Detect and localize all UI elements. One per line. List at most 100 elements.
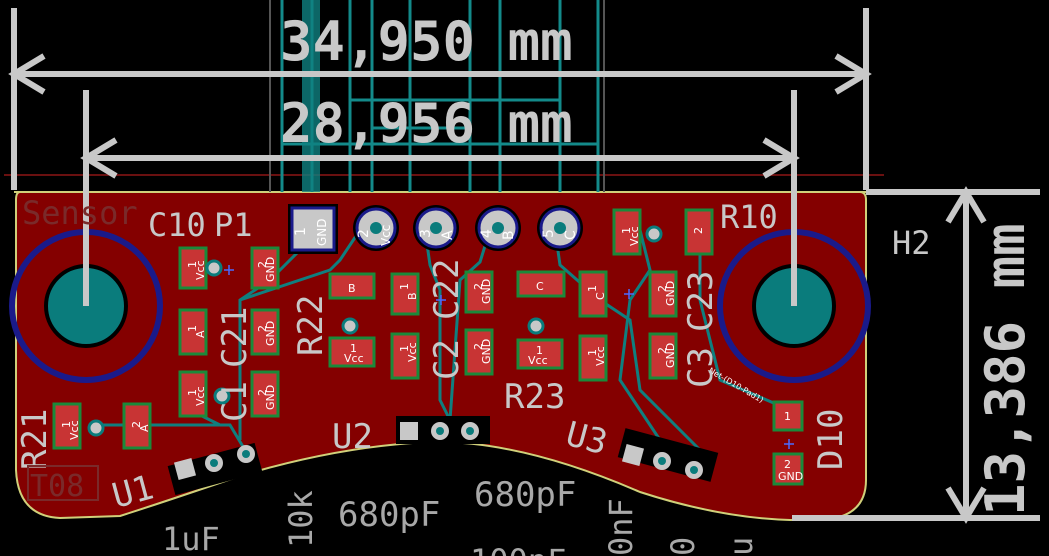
svg-text:1: 1 <box>620 227 633 234</box>
svg-text:2: 2 <box>692 227 705 234</box>
svg-text:A: A <box>194 330 207 338</box>
svg-text:GND: GND <box>264 321 277 346</box>
value-680pf-2: 680pF <box>474 475 576 515</box>
ref-c21: C21 <box>215 307 255 368</box>
p1-pad-5-net: C <box>563 230 579 240</box>
svg-text:Vcc: Vcc <box>528 354 548 367</box>
svg-text:1: 1 <box>784 410 791 423</box>
svg-text:GND: GND <box>664 281 677 306</box>
p1-pad-4-net: B <box>501 230 517 240</box>
ref-p1: P1 <box>214 206 253 244</box>
ref-d10: D10 <box>811 409 851 470</box>
ref-r23: R23 <box>504 377 565 417</box>
dimension-outer[interactable] <box>8 8 872 190</box>
dimension-height-label: 13,386 mm <box>974 223 1037 516</box>
svg-text:1: 1 <box>586 349 599 356</box>
svg-text:1: 1 <box>60 421 73 428</box>
p1-pad-2-num: 2 <box>356 229 372 238</box>
svg-text:Vcc: Vcc <box>194 386 207 406</box>
c23-pad-2 <box>648 270 678 318</box>
r10-pad-2 <box>684 208 714 256</box>
svg-text:Vcc: Vcc <box>68 420 81 440</box>
svg-text:Vcc: Vcc <box>406 342 419 362</box>
p1-pad-5-num: 5 <box>541 229 557 238</box>
svg-text:2: 2 <box>472 343 485 350</box>
ref-c1: C1 <box>215 381 255 422</box>
ref-c23: C23 <box>681 271 721 332</box>
dimension-height[interactable] <box>792 186 1040 524</box>
value-10k: 10k <box>282 490 320 548</box>
r23-pad-1 <box>516 270 566 298</box>
svg-text:C: C <box>536 280 544 293</box>
c1-pad-1 <box>178 370 208 418</box>
value-680pf-1: 680pF <box>338 495 440 535</box>
svg-text:2: 2 <box>256 389 269 396</box>
svg-text:1: 1 <box>536 344 543 357</box>
ref-r21: R21 <box>15 409 55 470</box>
svg-text:GND: GND <box>264 257 277 282</box>
svg-text:Vcc: Vcc <box>194 260 207 280</box>
p1-pad-3-net: A <box>440 230 456 240</box>
dimension-inner-label: 28,956 mm <box>280 92 573 155</box>
value-0nf: 0nF <box>602 498 640 556</box>
thick-track <box>302 0 320 192</box>
ref-c3: C3 <box>681 347 721 388</box>
svg-text:2: 2 <box>784 458 791 471</box>
c2-pad-1 <box>390 332 420 380</box>
ref-u2: U2 <box>332 417 373 457</box>
d10-pad-2 <box>772 452 804 486</box>
svg-text:Vcc: Vcc <box>628 226 641 246</box>
r22-pad-2 <box>390 272 420 316</box>
svg-text:2: 2 <box>656 285 669 292</box>
svg-text:A: A <box>138 424 151 432</box>
r23-vcc-pad <box>516 338 564 370</box>
svg-text:2: 2 <box>130 421 143 428</box>
svg-text:1: 1 <box>398 345 411 352</box>
u1-footprint[interactable] <box>167 442 263 496</box>
svg-text:1: 1 <box>398 283 411 290</box>
board-label: Sensor <box>22 194 138 232</box>
p1-pad-1-num: 1 <box>293 227 309 236</box>
value-1uf: 1uF <box>162 520 220 556</box>
svg-text:GND: GND <box>480 339 493 364</box>
dimension-inner[interactable] <box>80 90 800 306</box>
pad-labels: 1 Vcc 2 GND 1 A 2 GND 1 Vcc 2 GND B 1 B … <box>60 226 803 483</box>
ref-r10: R10 <box>720 198 778 236</box>
r21-pad-1 <box>52 402 82 450</box>
svg-text:2: 2 <box>656 347 669 354</box>
p1-pad-2-net: Vcc <box>379 225 393 246</box>
c22-pad-2 <box>464 270 494 314</box>
svg-text:2: 2 <box>472 283 485 290</box>
u3-footprint[interactable] <box>617 428 719 482</box>
svg-text:GND: GND <box>778 470 803 483</box>
r10-pad-1 <box>612 208 642 256</box>
svg-text:1: 1 <box>350 342 357 355</box>
c10-pad-2 <box>250 246 280 290</box>
anchor-crosshairs <box>224 265 794 449</box>
svg-text:GND: GND <box>664 343 677 368</box>
r22-pad-1 <box>328 272 376 300</box>
svg-text:GND: GND <box>264 385 277 410</box>
svg-text:Vcc: Vcc <box>344 352 364 365</box>
ref-h2: H2 <box>892 224 931 262</box>
svg-text:1: 1 <box>186 325 199 332</box>
p1-pad-1-net: GND <box>315 218 329 246</box>
p1-pad-3-num: 3 <box>418 229 434 238</box>
ref-c22: C22 <box>427 259 467 320</box>
dimension-outer-label: 34,950 mm <box>280 10 573 73</box>
connector-p1[interactable]: 1 GND 2 Vcc 3 A 4 B 5 C <box>288 204 583 254</box>
value-0: 0 <box>664 537 702 556</box>
p1-pad-4-num: 4 <box>479 229 495 238</box>
u2-footprint[interactable] <box>396 416 490 444</box>
svg-text:B: B <box>348 282 356 295</box>
svg-text:GND: GND <box>480 279 493 304</box>
c2-pad-2 <box>464 328 494 376</box>
edge-cuts-line <box>4 174 884 176</box>
c1-pad-2 <box>250 370 280 418</box>
vias <box>87 225 663 437</box>
c23-pad-1 <box>578 270 608 318</box>
smd-pads[interactable] <box>52 208 804 486</box>
ref-r22: R22 <box>291 295 331 356</box>
